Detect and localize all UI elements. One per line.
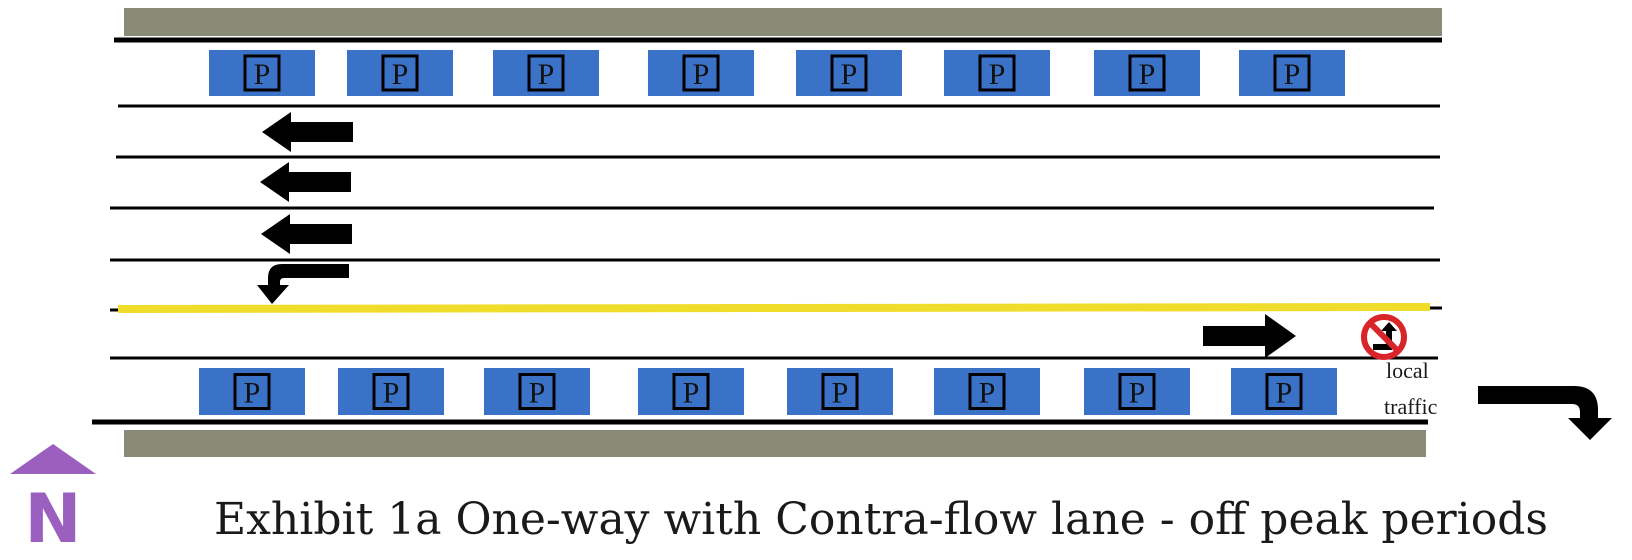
- parking-symbol: P: [244, 377, 261, 410]
- parking-sign-icon: [830, 54, 868, 92]
- parking-symbol: P: [538, 58, 555, 91]
- parking-space: P: [638, 368, 744, 415]
- parking-symbol: P: [693, 58, 710, 91]
- parking-space: P: [347, 50, 453, 96]
- parking-space: P: [934, 368, 1040, 415]
- parking-sign-icon: [243, 54, 281, 92]
- parking-sign-icon: [821, 373, 859, 410]
- parking-space: P: [1231, 368, 1337, 415]
- no-entry-icon: [1361, 314, 1407, 360]
- parking-sign-icon: [978, 54, 1016, 92]
- parking-symbol: P: [683, 377, 700, 410]
- parking-sign-icon: [968, 373, 1006, 410]
- parking-symbol: P: [254, 58, 271, 91]
- parking-symbol: P: [832, 377, 849, 410]
- parking-space: P: [199, 368, 305, 415]
- parking-symbol: P: [1284, 58, 1301, 91]
- parking-sign-icon: [1128, 54, 1166, 92]
- parking-symbol: P: [383, 377, 400, 410]
- north-arrow-icon: N: [10, 444, 96, 559]
- parking-space: P: [796, 50, 902, 96]
- parking-sign-icon: [372, 373, 410, 410]
- parking-space: P: [787, 368, 893, 415]
- sign-note-line2: traffic: [1384, 394, 1438, 419]
- parking-sign-icon: [1118, 373, 1156, 410]
- parking-sign-icon: [233, 373, 271, 410]
- north-sidewalk: [124, 8, 1442, 36]
- parking-sign-icon: [1265, 373, 1303, 410]
- parking-symbol: P: [989, 58, 1006, 91]
- parking-space: P: [209, 50, 315, 96]
- south-sidewalk: [124, 430, 1426, 457]
- parking-space: P: [944, 50, 1050, 96]
- sign-note-line1: local: [1386, 358, 1429, 383]
- parking-symbol: P: [1139, 58, 1156, 91]
- parking-space: P: [338, 368, 444, 415]
- parking-symbol: P: [841, 58, 858, 91]
- parking-symbol: P: [979, 377, 996, 410]
- arrow-turn-right-icon: [1478, 386, 1612, 440]
- parking-symbol: P: [1129, 377, 1146, 410]
- parking-space: P: [1239, 50, 1345, 96]
- parking-sign-icon: [527, 54, 565, 92]
- yellow-centerline: [117, 303, 1431, 313]
- parking-space: P: [648, 50, 754, 96]
- arrow-left-icon: [260, 162, 351, 202]
- parking-sign-icon: [1273, 54, 1311, 92]
- parking-space: P: [1084, 368, 1190, 415]
- arrow-left-icon: [261, 214, 352, 254]
- arrow-left-turn-icon: [257, 264, 349, 304]
- parking-symbol: P: [1276, 377, 1293, 410]
- parking-space: P: [484, 368, 590, 415]
- arrow-left-icon: [262, 112, 353, 152]
- arrow-right-icon: [1203, 314, 1296, 358]
- parking-sign-icon: [672, 373, 710, 410]
- parking-sign-icon: [682, 54, 720, 92]
- north-label: N: [25, 480, 82, 559]
- parking-space: P: [493, 50, 599, 96]
- parking-space: P: [1094, 50, 1200, 96]
- exhibit-caption: Exhibit 1a One-way with Contra-flow lane…: [214, 494, 1548, 545]
- parking-sign-icon: [381, 54, 419, 92]
- parking-sign-icon: [518, 373, 556, 410]
- parking-symbol: P: [529, 377, 546, 410]
- parking-symbol: P: [392, 58, 409, 91]
